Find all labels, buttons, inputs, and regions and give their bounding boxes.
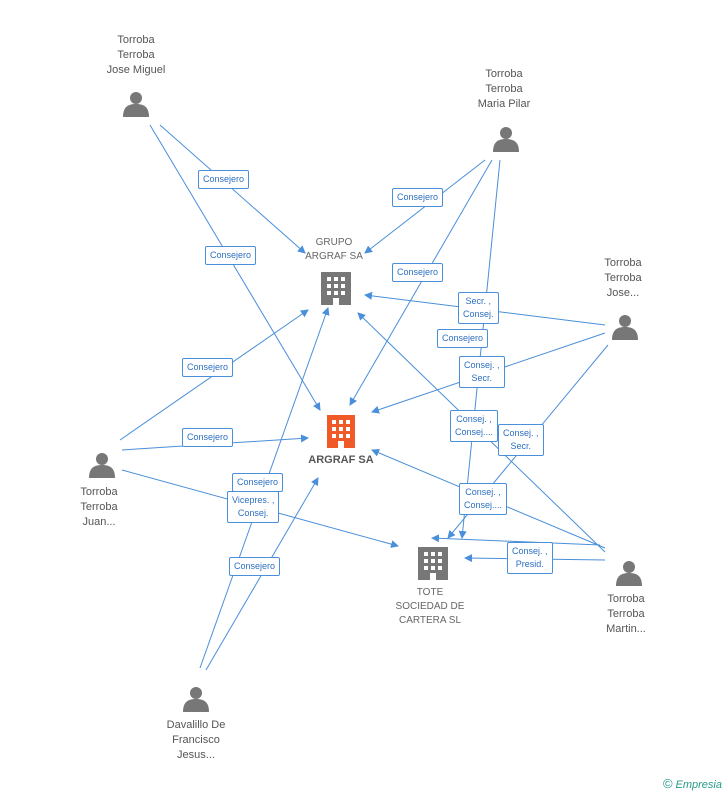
edge-martin-tote-b <box>431 534 601 546</box>
relation-label[interactable]: Consej. , Consej.... <box>450 410 499 442</box>
person-name-line: Terroba <box>485 83 523 95</box>
company-argraf-sa[interactable]: ARGRAF SA <box>296 453 386 467</box>
relation-text: Secr. , <box>465 296 492 306</box>
person-name-line: Torroba <box>80 486 118 498</box>
relation-text: Consejero <box>203 174 245 184</box>
relation-label[interactable]: Consejero <box>229 557 281 576</box>
person-name-line: Maria Pilar <box>477 98 531 110</box>
relation-text: Secr. <box>471 373 493 383</box>
relation-text: Consej.... <box>464 500 503 510</box>
person-name-line: Terroba <box>604 272 642 284</box>
relation-text: Consej. , <box>456 414 492 424</box>
person-name-line: Martin... <box>606 623 646 635</box>
edge-mariapilar-tote <box>458 159 501 539</box>
relation-label[interactable]: Consejero <box>182 358 234 377</box>
company-nodes <box>321 272 448 580</box>
company-name-line: GRUPO <box>315 237 353 248</box>
relation-text: Consejero <box>442 333 484 343</box>
relation-text: Consejero <box>397 267 439 277</box>
relation-label[interactable]: Consej. , Presid. <box>507 542 553 574</box>
company-name-line: CARTERA SL <box>398 615 462 626</box>
company-grupo-argraf[interactable]: GRUPO ARGRAF SA <box>286 236 382 264</box>
person-icon <box>123 92 149 117</box>
relation-text: Consej. , <box>503 428 539 438</box>
relation-label[interactable]: Consejero <box>392 188 444 207</box>
edge-mariapilar-argraf <box>349 159 493 406</box>
relation-text: Consejero <box>237 477 279 487</box>
copyright-icon: © <box>662 776 673 791</box>
person-icon <box>183 687 209 712</box>
brand-name: Empresia <box>675 779 722 791</box>
person-name-line: Terroba <box>607 608 645 620</box>
brand-logo[interactable]: ©Empresia <box>663 776 722 791</box>
relation-label[interactable]: Consej. , Consej.... <box>459 483 508 515</box>
person-name-line: Jose Miguel <box>106 64 166 76</box>
relation-label[interactable]: Vicepres. , Consej. <box>227 491 280 523</box>
person-icon <box>612 315 638 340</box>
company-tote[interactable]: TOTE SOCIEDAD DE CARTERA SL <box>380 586 480 628</box>
relation-label[interactable]: Consej. , Secr. <box>498 424 544 456</box>
person-name-line: Torroba <box>117 34 155 46</box>
relation-text: Consejero <box>187 362 229 372</box>
person-jose-miguel[interactable]: Torroba Terroba Jose Miguel <box>86 33 186 78</box>
relation-text: Consej. , <box>464 360 500 370</box>
relation-label[interactable]: Consejero <box>437 329 489 348</box>
person-name-line: Torroba <box>604 257 642 269</box>
relation-label[interactable]: Secr. , Consej. <box>458 292 499 324</box>
building-icon-main <box>327 415 355 448</box>
company-name-line: SOCIEDAD DE <box>395 601 465 612</box>
edge-josemiguel-argraf <box>149 124 321 411</box>
person-icon <box>616 561 642 586</box>
relation-label[interactable]: Consejero <box>232 473 284 492</box>
edge-josemiguel-grupo <box>159 124 306 254</box>
person-name-line: Davalillo De <box>166 719 226 731</box>
relation-text: Consejero <box>210 250 252 260</box>
person-maria-pilar[interactable]: Torroba Terroba Maria Pilar <box>454 67 554 112</box>
building-icon <box>418 547 448 580</box>
relation-text: Presid. <box>515 559 544 569</box>
relation-text: Consej. , <box>465 487 501 497</box>
person-jose[interactable]: Torroba Terroba Jose... <box>583 256 663 301</box>
relation-label[interactable]: Consejero <box>198 170 250 189</box>
relation-label[interactable]: Consejero <box>392 263 444 282</box>
relation-text: Consejero <box>397 192 439 202</box>
person-name-line: Torroba <box>607 593 645 605</box>
edges <box>119 124 609 671</box>
company-name-line: TOTE <box>416 587 444 598</box>
person-davalillo[interactable]: Davalillo De Francisco Jesus... <box>146 718 246 763</box>
relation-label[interactable]: Consej. , Secr. <box>459 356 505 388</box>
relation-label[interactable]: Consejero <box>182 428 234 447</box>
person-name-line: Francisco <box>172 734 220 746</box>
person-name-line: Terroba <box>117 49 155 61</box>
person-name-line: Jose... <box>606 287 640 299</box>
person-name-line: Terroba <box>80 501 118 513</box>
person-martin[interactable]: Torroba Terroba Martin... <box>586 592 666 637</box>
relation-text: Consej.... <box>455 427 494 437</box>
relation-text: Consej. <box>463 309 494 319</box>
person-juan[interactable]: Torroba Terroba Juan... <box>59 485 139 530</box>
building-icon <box>321 272 351 305</box>
relation-text: Vicepres. , <box>232 495 275 505</box>
person-nodes <box>89 92 642 712</box>
relation-text: Consejero <box>234 561 276 571</box>
relation-text: Consej. , <box>512 546 548 556</box>
person-icon <box>493 127 519 152</box>
person-name-line: Juan... <box>82 516 116 528</box>
company-name-line: ARGRAF SA <box>308 454 374 466</box>
person-name-line: Jesus... <box>177 749 215 761</box>
person-name-line: Torroba <box>485 68 523 80</box>
relation-text: Consej. <box>237 508 269 518</box>
person-icon <box>89 453 115 478</box>
relation-text: Secr. <box>510 441 532 451</box>
relation-label[interactable]: Consejero <box>205 246 257 265</box>
company-name-line: ARGRAF SA <box>305 251 363 262</box>
relation-text: Consejero <box>187 432 229 442</box>
